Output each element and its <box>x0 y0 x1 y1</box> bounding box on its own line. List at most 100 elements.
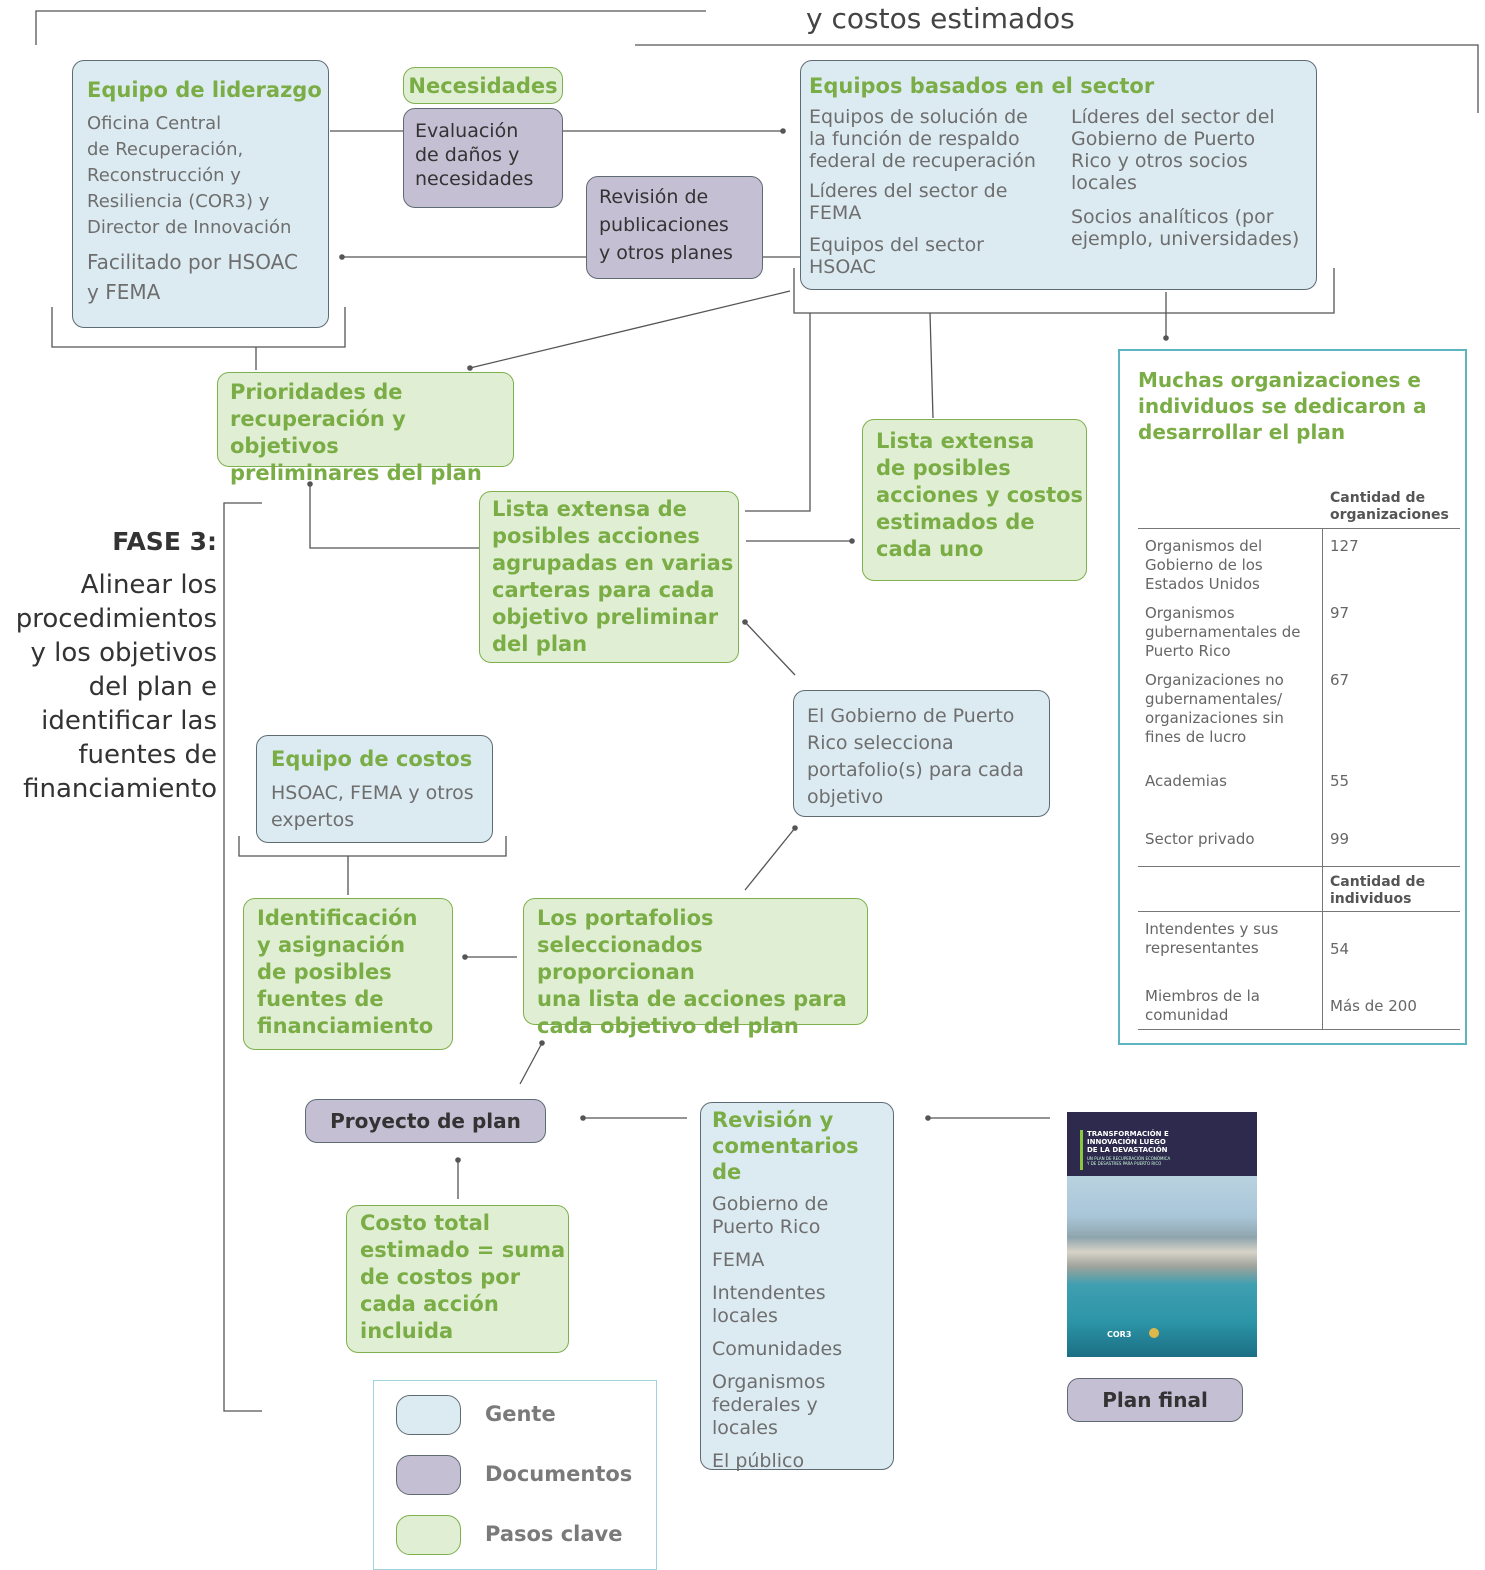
table-row-value: 67 <box>1330 671 1350 689</box>
sector-item-line: Líderes del sector de <box>809 180 1008 202</box>
review-item-line: Gobierno de <box>712 1193 829 1215</box>
cover-title: TRANSFORMACIÓN E INNOVACIÓN LUEGO DE LA … <box>1087 1130 1169 1154</box>
funding-line: financiamiento <box>257 1014 434 1038</box>
legend: Gente Documentos Pasos clave <box>373 1380 657 1570</box>
sector-item-line: ejemplo, universidades) <box>1071 228 1300 250</box>
leadership-line: Resiliencia (COR3) y <box>87 191 270 212</box>
table-column-divider <box>1322 528 1323 866</box>
sector-item-line: Equipos del sector <box>809 234 984 256</box>
facilitated-line: y FEMA <box>87 280 161 304</box>
sector-item-line: Socios analíticos (por <box>1071 206 1274 228</box>
sector-item-line: Líderes del sector del <box>1071 106 1275 128</box>
damage-line: de daños y <box>415 144 520 166</box>
review-item-line: Intendentes <box>712 1282 826 1304</box>
publications-line: publicaciones <box>599 214 729 236</box>
list-costs-line: de posibles <box>876 456 1011 480</box>
review-box: Revisión y comentarios de Gobierno de Pu… <box>700 1102 894 1472</box>
final-plan-label: Plan final <box>1102 1388 1208 1412</box>
table-row-label: Miembros de la comunidad <box>1145 987 1260 1024</box>
review-item-line: Comunidades <box>712 1338 843 1360</box>
total-cost-box: Costo total estimado = suma de costos po… <box>346 1205 569 1353</box>
phase-line: del plan e <box>88 672 217 702</box>
list-costs-line: acciones y costos <box>876 483 1084 507</box>
funding-line: y asignación <box>257 933 406 957</box>
list-portfolios-line: del plan <box>492 632 588 656</box>
table-row-value: 127 <box>1330 537 1359 555</box>
cover-header <box>1067 1112 1257 1176</box>
phase-line: Alinear los <box>80 570 217 600</box>
cost-team-line: HSOAC, FEMA y otros <box>271 782 474 804</box>
final-plan-box: Plan final <box>1067 1378 1243 1422</box>
priorities-line: Prioridades de <box>230 380 403 404</box>
sector-item-line: HSOAC <box>809 256 876 278</box>
list-portfolios-line: posibles acciones <box>492 524 700 548</box>
sector-item-line: FEMA <box>809 202 862 224</box>
city-aerial-photo <box>1067 1176 1257 1357</box>
portfolios-selected-line: una lista de acciones para <box>537 987 847 1011</box>
list-costs-line: cada uno <box>876 537 984 561</box>
header-text: y costos estimados <box>806 2 1075 35</box>
gov-selects-line: portafolio(s) para cada <box>807 759 1024 781</box>
phase-label: FASE 3: <box>112 527 217 556</box>
sector-item-line: la función de respaldo <box>809 128 1020 150</box>
review-item-line: federales y <box>712 1394 818 1416</box>
legend-label: Documentos <box>485 1462 633 1486</box>
review-title-line: Revisión y <box>712 1108 834 1132</box>
org-count-header: Cantidad de organizaciones <box>1330 490 1449 523</box>
cover-accent-bar <box>1080 1130 1083 1170</box>
table-divider <box>1138 911 1460 912</box>
individuals-count-header: Cantidad de individuos <box>1330 874 1426 907</box>
cost-team-line: expertos <box>271 809 355 831</box>
draft-plan-box: Proyecto de plan <box>305 1099 546 1143</box>
table-divider <box>1138 866 1460 867</box>
table-row-value: 54 <box>1330 940 1350 958</box>
table-row-label: Organismos del Gobierno de los Estados U… <box>1145 537 1263 593</box>
review-item-line: El público <box>712 1450 805 1472</box>
table-row-label: Organismos gubernamentales de Puerto Ric… <box>1145 604 1301 660</box>
seal-icon <box>1149 1328 1159 1338</box>
legend-label: Pasos clave <box>485 1522 623 1546</box>
phase-line: financiamiento <box>23 774 217 804</box>
total-cost-line: cada acción <box>360 1292 499 1316</box>
cover-subtitle: UN PLAN DE RECUPERACIÓN ECONÓMICA Y DE D… <box>1087 1156 1171 1166</box>
review-item-line: locales <box>712 1305 778 1327</box>
funding-line: fuentes de <box>257 987 384 1011</box>
review-item-line: FEMA <box>712 1249 765 1271</box>
damage-line: Evaluación <box>415 120 519 142</box>
phase-line: y los objetivos <box>30 638 217 668</box>
table-column-divider <box>1322 866 1323 1029</box>
list-portfolios-line: Lista extensa de <box>492 497 687 521</box>
publications-review-box: Revisión de publicaciones y otros planes <box>586 176 763 279</box>
sector-teams-title: Equipos basados en el sector <box>809 74 1155 98</box>
funding-line: Identificación <box>257 906 418 930</box>
leadership-title: Equipo de liderazgo <box>87 78 322 102</box>
cost-team-box: Equipo de costos HSOAC, FEMA y otros exp… <box>256 735 493 843</box>
phase-description: Alinear los procedimientos y los objetiv… <box>0 568 217 806</box>
leadership-line: Reconstrucción y <box>87 165 241 186</box>
organizations-panel: Muchas organizaciones e individuos se de… <box>1118 349 1467 1045</box>
table-row-label: Academias <box>1145 772 1227 790</box>
gov-selects-line: Rico selecciona <box>807 732 954 754</box>
needs-label: Necesidades <box>403 67 563 104</box>
phase-line: procedimientos <box>15 604 217 634</box>
total-cost-line: incluida <box>360 1319 454 1343</box>
total-cost-line: de costos por <box>360 1265 521 1289</box>
table-divider <box>1138 528 1460 529</box>
gov-selects-box: El Gobierno de Puerto Rico selecciona po… <box>793 690 1050 817</box>
list-portfolios-line: carteras para cada <box>492 578 715 602</box>
gov-selects-line: El Gobierno de Puerto <box>807 705 1015 727</box>
table-row-value: 55 <box>1330 772 1350 790</box>
table-divider <box>1138 1029 1460 1030</box>
phase-line: identificar las <box>41 706 217 736</box>
review-title-line: comentarios de <box>712 1134 859 1184</box>
funding-box: Identificación y asignación de posibles … <box>243 898 453 1050</box>
list-costs-line: Lista extensa <box>876 429 1035 453</box>
total-cost-line: Costo total <box>360 1211 490 1235</box>
portfolios-selected-box: Los portafolios seleccionados proporcion… <box>523 898 868 1038</box>
list-portfolios-line: agrupadas en varias <box>492 551 734 575</box>
legend-swatch-people <box>396 1395 461 1435</box>
table-row-value: 97 <box>1330 604 1350 622</box>
list-portfolios-line: objetivo preliminar <box>492 605 719 629</box>
sector-item-line: Equipos de solución de <box>809 106 1028 128</box>
total-cost-line: estimado = suma <box>360 1238 566 1262</box>
